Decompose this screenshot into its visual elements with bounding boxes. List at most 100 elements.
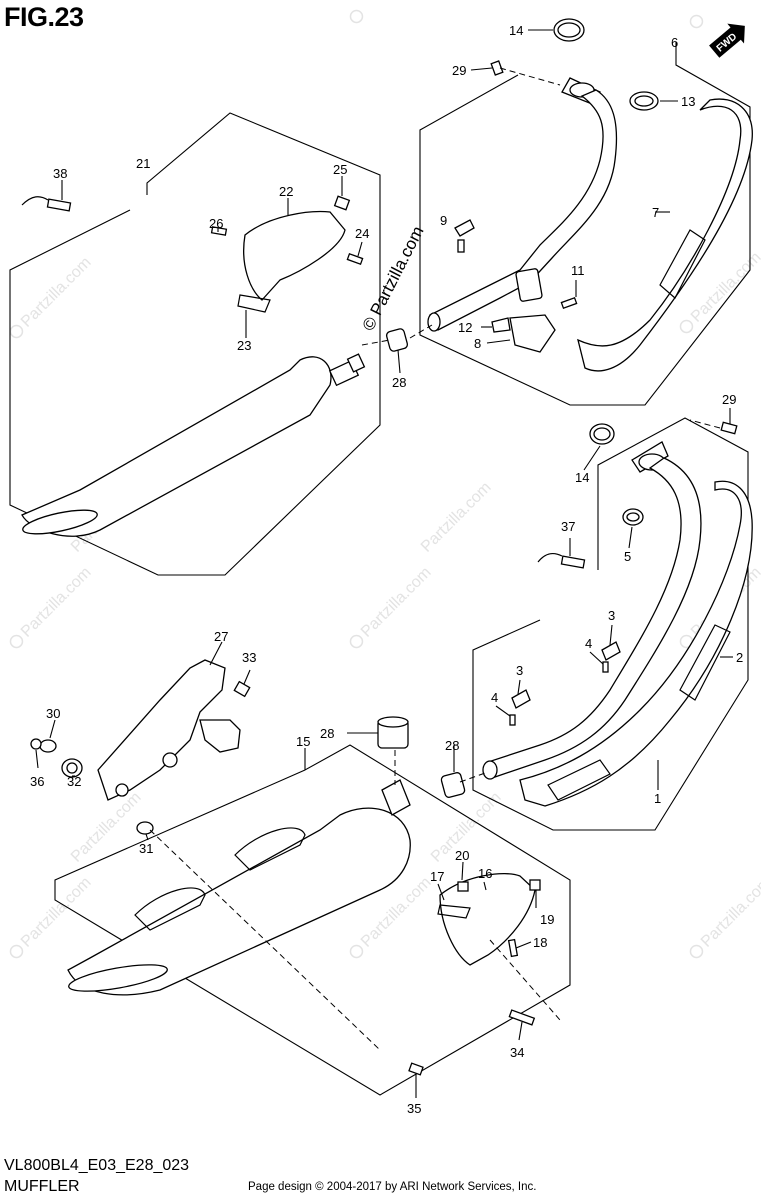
part-callouts: 14 29 6 13 7 9 11 12 8 21 38 22 25 26 24… <box>30 23 743 1116</box>
collar-31 <box>136 821 154 835</box>
callout-30[interactable]: 30 <box>46 706 60 721</box>
callout-21[interactable]: 21 <box>136 156 150 171</box>
heat-shield-7 <box>577 98 753 372</box>
watermark-tile: Partzilla.com <box>418 479 495 556</box>
callout-33[interactable]: 33 <box>242 650 256 665</box>
rear-exhaust-pipe <box>427 77 618 353</box>
washer-30 <box>39 739 57 753</box>
svg-text:Partzilla.com: Partzilla.com <box>18 874 95 951</box>
callout-11[interactable]: 11 <box>571 263 585 278</box>
callout-22[interactable]: 22 <box>279 184 293 199</box>
callout-23[interactable]: 23 <box>237 338 251 353</box>
watermark-tile: Partzilla.com <box>679 249 761 334</box>
callout-27[interactable]: 27 <box>214 629 228 644</box>
model-code: VL800BL4_E03_E28_023 <box>4 1157 190 1174</box>
bolt-24 <box>346 252 364 266</box>
callout-28-top[interactable]: 28 <box>392 375 406 390</box>
callout-26[interactable]: 26 <box>209 216 223 231</box>
bolt-35 <box>408 1062 424 1076</box>
watermark-tile <box>349 9 364 24</box>
watermark-tile: Partzilla.com <box>349 564 435 649</box>
callout-13[interactable]: 13 <box>681 94 695 109</box>
callout-6[interactable]: 6 <box>671 35 678 50</box>
group-frame-muffler-21 <box>9 112 381 576</box>
heat-shield-2 <box>519 480 753 807</box>
callout-29-upper[interactable]: 29 <box>452 63 466 78</box>
svg-text:Partzilla.com: Partzilla.com <box>68 789 145 866</box>
callout-28-middle[interactable]: 28 <box>320 726 334 741</box>
callout-38[interactable]: 38 <box>53 166 67 181</box>
bolt-29-upper <box>490 60 504 76</box>
svg-text:Partzilla.com: Partzilla.com <box>18 254 95 331</box>
callout-2[interactable]: 2 <box>736 650 743 665</box>
clamp-13 <box>629 91 659 111</box>
bolt-25 <box>333 195 351 211</box>
bolt-34 <box>508 1009 536 1026</box>
callout-19[interactable]: 19 <box>540 912 554 927</box>
oxygen-sensor-38 <box>21 196 72 212</box>
svg-text:Partzilla.com: Partzilla.com <box>18 564 95 641</box>
group-frame-rear-exhaust-6 <box>419 50 751 406</box>
callout-20[interactable]: 20 <box>455 848 469 863</box>
callout-18[interactable]: 18 <box>533 935 547 950</box>
bracket-3-upper <box>601 641 621 661</box>
muffler-cover-22 <box>237 210 346 313</box>
callout-14-upper[interactable]: 14 <box>509 23 523 38</box>
bolt-4-upper <box>602 661 609 673</box>
callout-24[interactable]: 24 <box>355 226 369 241</box>
muffler-15 <box>67 779 411 996</box>
callout-35[interactable]: 35 <box>407 1101 421 1116</box>
group-frame-muffler-15 <box>54 744 571 1096</box>
callout-32[interactable]: 32 <box>67 774 81 789</box>
callout-7[interactable]: 7 <box>652 205 659 220</box>
footer-credit: Page design © 2004-2017 by ARI Network S… <box>248 1181 537 1193</box>
bracket-27 <box>97 659 241 801</box>
connector-28-right <box>440 772 466 798</box>
bolt-29-lower <box>720 421 738 435</box>
callout-28-right[interactable]: 28 <box>445 738 459 753</box>
bolt-9 <box>457 239 465 253</box>
callout-9[interactable]: 9 <box>440 213 447 228</box>
connector-28-middle <box>377 716 409 749</box>
callout-3-upper[interactable]: 3 <box>608 608 615 623</box>
callout-34[interactable]: 34 <box>510 1045 524 1060</box>
callout-5[interactable]: 5 <box>624 549 631 564</box>
callout-37[interactable]: 37 <box>561 519 575 534</box>
nut-36 <box>30 738 42 750</box>
bracket-10 <box>454 219 475 237</box>
watermark-tile <box>689 14 704 29</box>
callout-4-upper[interactable]: 4 <box>585 636 592 651</box>
callout-36[interactable]: 36 <box>30 774 44 789</box>
callout-1[interactable]: 1 <box>654 791 661 806</box>
bolt-4-lower <box>509 714 516 726</box>
svg-text:Partzilla.com: Partzilla.com <box>698 874 761 951</box>
fwd-arrow: FWD <box>709 23 745 58</box>
watermark-tile: Partzilla.com <box>9 254 95 339</box>
connector-28-top <box>385 328 409 352</box>
callout-4-lower[interactable]: 4 <box>491 690 498 705</box>
figure-title: FIG.23 <box>4 2 84 32</box>
leader-lines <box>35 29 733 1098</box>
callout-8[interactable]: 8 <box>474 336 481 351</box>
callout-25[interactable]: 25 <box>333 162 347 177</box>
bracket-3-lower <box>511 689 531 709</box>
clamp-5 <box>622 508 644 526</box>
muffler-cover-16 <box>437 873 536 966</box>
front-exhaust-pipe <box>482 441 702 780</box>
grommet-32 <box>61 758 83 778</box>
gasket-14-lower <box>589 423 615 445</box>
bolt-19 <box>529 879 541 891</box>
callout-17[interactable]: 17 <box>430 869 444 884</box>
svg-text:Partzilla.com: Partzilla.com <box>358 564 435 641</box>
callout-3-lower[interactable]: 3 <box>516 663 523 678</box>
bolt-11 <box>560 296 578 310</box>
callout-15[interactable]: 15 <box>296 734 310 749</box>
callout-14-lower[interactable]: 14 <box>575 470 589 485</box>
callout-16[interactable]: 16 <box>478 866 492 881</box>
watermark-tile: Partzilla.com <box>68 789 145 866</box>
callout-29-lower[interactable]: 29 <box>722 392 736 407</box>
watermark-tile: Partzilla.com <box>9 564 95 649</box>
callout-12[interactable]: 12 <box>458 320 472 335</box>
callout-31[interactable]: 31 <box>139 841 153 856</box>
